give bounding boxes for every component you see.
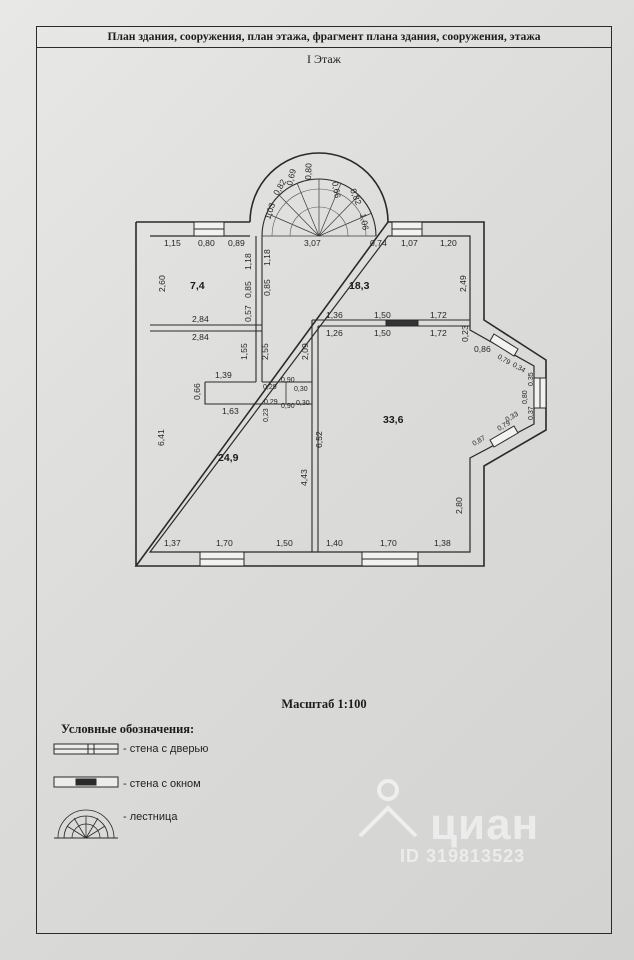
dim-top-left-2: 0,80	[198, 238, 215, 248]
floor-label: I Этаж	[307, 52, 341, 66]
dim-room-c-inner-1: 1,55	[239, 343, 249, 360]
dim-room-d-right: 2,80	[454, 497, 464, 514]
dim-bottom-right-3: 1,38	[434, 538, 451, 548]
scale-label: Масштаб 1:100	[281, 697, 367, 711]
dim-corridor-1: 0,29	[263, 384, 277, 391]
dim-corridor-4: 0,23	[263, 408, 270, 422]
dim-bay-5: 0,35	[528, 372, 535, 386]
dim-stair-4: 0,80	[303, 163, 314, 180]
legend-door-label: - стена с дверью	[123, 743, 209, 755]
outer-wall	[134, 221, 547, 567]
dim-mid-top-3: 1,72	[430, 310, 447, 320]
dim-bottom-left-1: 1,37	[164, 538, 181, 548]
watermark-id: ID 319813523	[400, 846, 526, 866]
dim-corridor-7: 0,30	[296, 400, 310, 407]
dim-bay-6: 0,80	[522, 390, 529, 404]
dim-corridor-3: 0,30	[294, 386, 308, 393]
dim-hall-left-1: 0,85	[262, 279, 272, 296]
dim-mid-top-2: 1,50	[374, 310, 391, 320]
stair-bay	[249, 152, 389, 223]
interior-walls	[150, 236, 470, 552]
dim-mid-top-1: 1,36	[326, 310, 343, 320]
dim-room-c-inner-2: 2,55	[260, 343, 270, 360]
dim-bay-2: 0,86	[474, 344, 491, 354]
dim-top-right-3: 1,20	[440, 238, 457, 248]
document-header: План здания, сооружения, план этажа, фра…	[37, 27, 611, 48]
dim-room-c-right: 4,43	[299, 469, 309, 486]
dim-left-small-height: 2,60	[157, 275, 167, 292]
dim-stair-1: 1,03	[262, 201, 277, 220]
dim-stair-3: 0,69	[284, 168, 298, 187]
dim-stair-7: 1,06	[358, 213, 371, 231]
room-area-a: 7,4	[190, 280, 205, 292]
dim-stair-5: 0,66	[330, 181, 343, 199]
dim-bay-7: 0,37	[528, 406, 535, 420]
room-area-c: 24,9	[218, 452, 239, 464]
dim-small-room-right-3: 1,18	[243, 253, 253, 270]
dim-small-room-right-2: 0,85	[243, 281, 253, 298]
dim-top-mid: 3,07	[304, 238, 321, 248]
dim-corridor-5: 0,29	[264, 399, 278, 406]
room-area-d: 33,6	[383, 414, 404, 426]
dim-bottom-left-3: 1,50	[276, 538, 293, 548]
dim-room-c-inner-3: 2,09	[300, 343, 310, 360]
dim-room-c-inner-4: 1,39	[215, 370, 232, 380]
dimension-labels: 1,15 0,80 0,89 2,60 2,84 0,57 0,85 1,18 …	[156, 163, 535, 548]
dim-top-right-2: 1,07	[401, 238, 418, 248]
dim-corridor-2: 0,90	[281, 377, 295, 384]
dim-mid-bottom-2: 1,50	[374, 328, 391, 338]
dim-corridor-6: 0,90	[281, 403, 295, 410]
dim-top-right-1: 0,74	[370, 238, 387, 248]
legend-title: Условные обозначения:	[61, 722, 195, 736]
watermark-pin-icon	[358, 779, 418, 838]
drawing-frame: План здания, сооружения, план этажа, фра…	[36, 26, 612, 934]
dim-room-c-top: 2,84	[192, 332, 209, 342]
dim-room-c-left: 6,41	[156, 429, 166, 446]
legend-stairs-symbol	[54, 809, 118, 839]
dim-room-d-left: 6,52	[314, 431, 324, 448]
legend-window-label: - стена с окном	[123, 778, 201, 790]
dim-top-left-1: 1,15	[164, 238, 181, 248]
dim-right-hall-height: 2,49	[458, 275, 468, 292]
dim-bottom-left-2: 1,70	[216, 538, 233, 548]
windows	[193, 221, 547, 567]
dim-bay-1: 0,23	[460, 325, 470, 342]
room-area-b: 18,3	[349, 280, 370, 292]
dim-room-c-inner-6: 1,63	[222, 406, 239, 416]
legend-stairs-label: - лестница	[123, 811, 178, 823]
dim-mid-bottom-1: 1,26	[326, 328, 343, 338]
dim-bottom-right-2: 1,70	[380, 538, 397, 548]
dim-mid-bottom-3: 1,72	[430, 328, 447, 338]
watermark-brand: циан	[430, 800, 540, 849]
legend-window-symbol	[53, 776, 119, 788]
dim-hall-left-2: 1,18	[262, 249, 272, 266]
dim-small-room-bottom: 2,84	[192, 314, 209, 324]
dim-top-left-3: 0,89	[228, 238, 245, 248]
dim-small-room-right-1: 0,57	[243, 305, 253, 322]
dim-bottom-right-1: 1,40	[326, 538, 343, 548]
legend-door-symbol	[53, 743, 119, 755]
room-areas: 7,4 18,3 24,9 33,6	[190, 280, 404, 464]
dim-room-c-inner-5: 0,66	[192, 383, 202, 400]
